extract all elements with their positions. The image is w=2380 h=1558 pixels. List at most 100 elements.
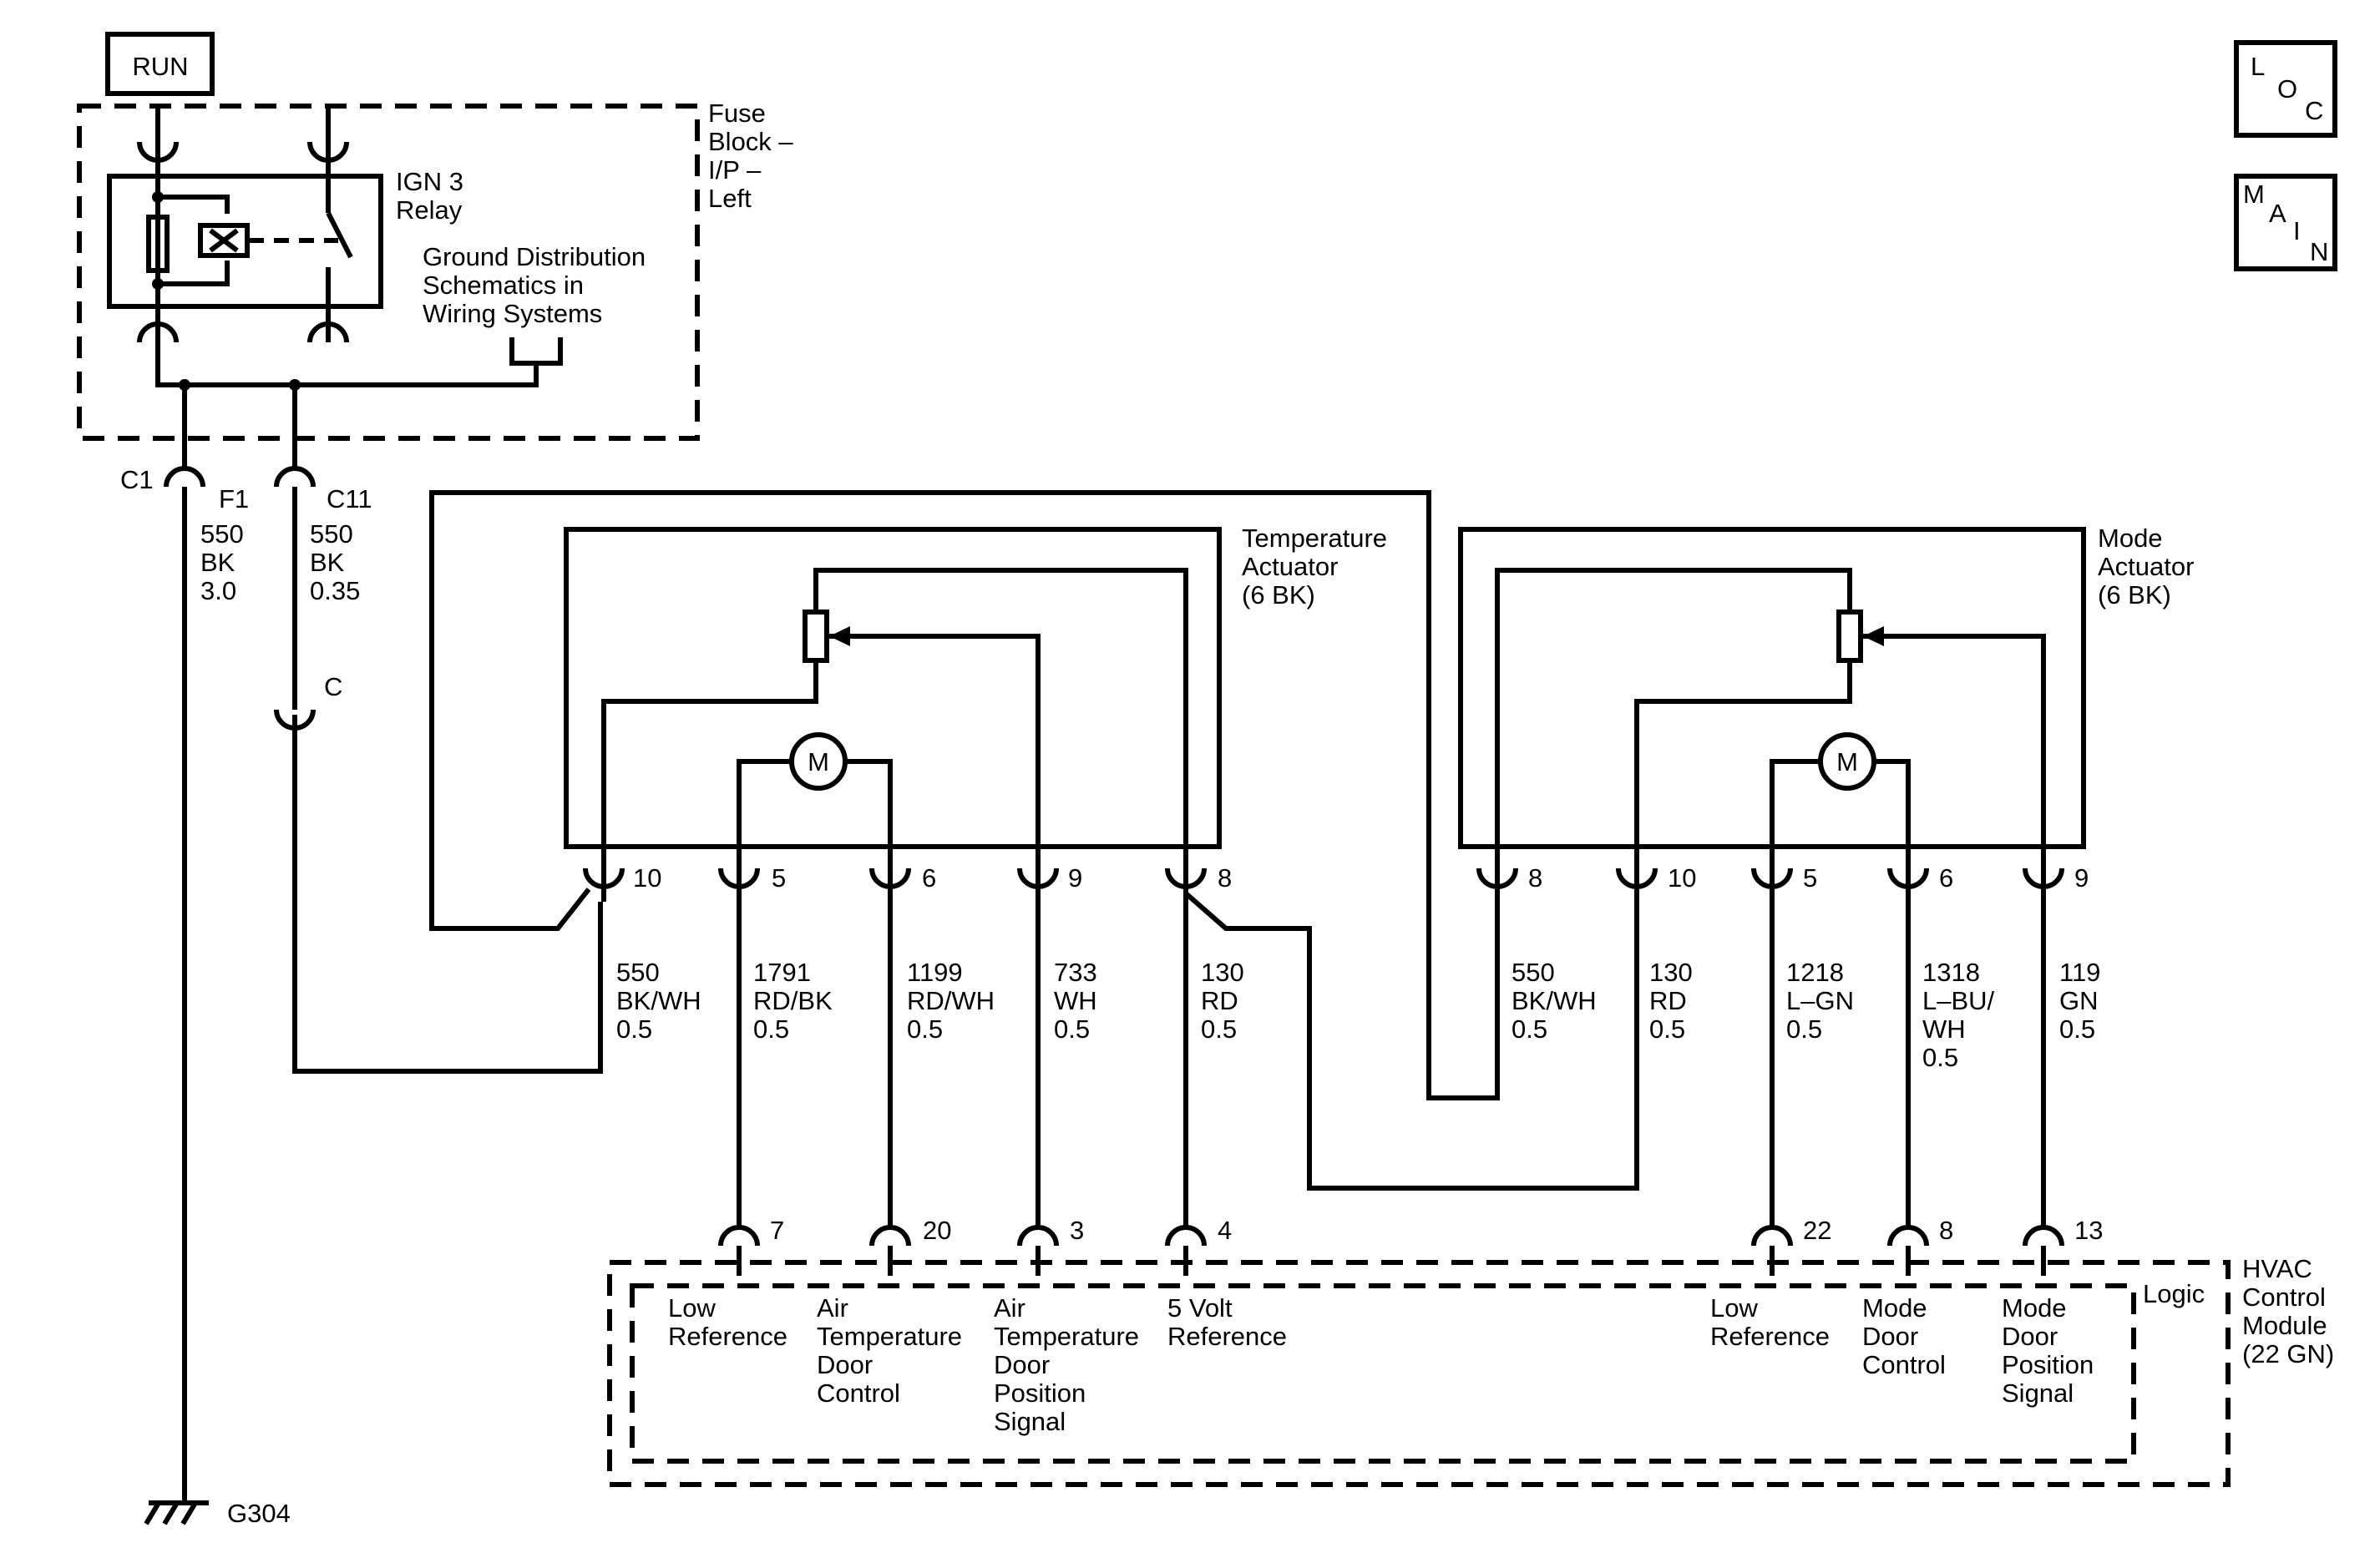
connector-c: C	[324, 672, 342, 701]
feed-wire-1-line-4: 3.0	[200, 576, 236, 605]
mode-actuator-title-1: Mode	[2098, 524, 2163, 553]
wire-label-3-line-3: 0.5	[907, 1014, 943, 1044]
mode-actuator: Mode Actuator (6 BK) M 8 10 5 6	[1458, 524, 2194, 893]
hvac-pin-4: 4	[1218, 1216, 1232, 1245]
mode-pin-9: 9	[2074, 863, 2089, 893]
loc-button[interactable]: L O C	[2234, 40, 2337, 138]
relay-title-2: Relay	[396, 195, 463, 225]
wire-label-1-line-1: 550	[616, 958, 660, 987]
wire-labels: 550 BK/WH 0.5 1791 RD/BK 0.5 1199 RD/WH …	[616, 958, 2100, 1072]
wire-label-3-line-2: RD/WH	[907, 986, 995, 1015]
hvac-fn-2-line-3: Door	[817, 1350, 873, 1379]
wire-label-1-line-2: BK/WH	[616, 986, 701, 1015]
temp-actuator-title-1: Temperature	[1242, 524, 1387, 553]
hvac-fn-2-line-4: Control	[817, 1378, 900, 1408]
hvac-fn-5-line-1: Low	[1710, 1293, 1758, 1323]
temp-actuator-pins: 10 5 6 9 8	[585, 847, 1232, 893]
hvac-fn-3-line-2: Temperature	[994, 1322, 1139, 1351]
hvac-title-4: (22 GN)	[2242, 1339, 2334, 1368]
hvac-fn-5-line-2: Reference	[1710, 1322, 1830, 1351]
hvac-fn-3-line-4: Position	[994, 1378, 1086, 1408]
wire-label-1-line-3: 0.5	[616, 1014, 652, 1044]
loc-letter-o: O	[2277, 74, 2297, 104]
wire-label-4-line-2: WH	[1054, 986, 1097, 1015]
temp-actuator-title-2: Actuator	[1242, 552, 1338, 581]
wire-label-7-line-3: 0.5	[1649, 1014, 1685, 1044]
wire-label-7-line-2: RD	[1649, 986, 1687, 1015]
hvac-pin-13: 13	[2074, 1216, 2103, 1245]
temp-pin-6: 6	[922, 863, 936, 893]
ign3-relay: IGN 3 Relay	[107, 109, 463, 342]
hvac-fn-3-line-1: Air	[994, 1293, 1025, 1323]
wire-label-3-line-1: 1199	[907, 958, 963, 987]
hvac-control-module: 7 20 3 4 22 8 13 Logic HVAC Control Modu…	[607, 1216, 2334, 1487]
feed-wire-1-line-2: 550	[200, 519, 244, 549]
fuse-block-title-2: Block –	[708, 127, 793, 156]
hvac-fn-4-line-1: 5 Volt	[1167, 1293, 1233, 1323]
main-letter-a: A	[2269, 199, 2286, 228]
wire-label-10-line-3: 0.5	[2059, 1014, 2095, 1044]
hvac-title-1: HVAC	[2242, 1254, 2312, 1283]
hvac-fn-7-line-2: Door	[2002, 1322, 2058, 1351]
feed-wire-2-line-3: 0.35	[310, 576, 360, 605]
hvac-fn-7-line-3: Position	[2002, 1350, 2094, 1379]
hvac-logic-label: Logic	[2143, 1279, 2205, 1308]
wire-label-2-line-3: 0.5	[753, 1014, 789, 1044]
hvac-fn-3-line-3: Door	[994, 1350, 1050, 1379]
wire-label-5-line-2: RD	[1201, 986, 1238, 1015]
run-label: RUN	[105, 32, 215, 96]
hvac-fn-6-line-2: Door	[1862, 1322, 1918, 1351]
hvac-fn-2-line-1: Air	[817, 1293, 848, 1323]
wire-label-6-line-2: BK/WH	[1512, 986, 1597, 1015]
hvac-pin-20: 20	[923, 1216, 951, 1245]
wire-label-5-line-3: 0.5	[1201, 1014, 1237, 1044]
mode-actuator-pins: 8 10 5 6 9	[1479, 847, 2089, 893]
main-letter-m: M	[2243, 180, 2265, 209]
wire-label-8-line-2: L–GN	[1786, 986, 1854, 1015]
main-button[interactable]: M A I N	[2234, 174, 2337, 271]
wire-label-5-line-1: 130	[1201, 958, 1244, 987]
run-text: RUN	[132, 52, 188, 81]
wire-label-4-line-1: 733	[1054, 958, 1097, 987]
wire-label-7-line-1: 130	[1649, 958, 1693, 987]
ground-note-3: Wiring Systems	[423, 299, 602, 328]
hvac-pin-7: 7	[770, 1216, 784, 1245]
main-letter-n: N	[2310, 237, 2328, 266]
wire-label-9-line-3: WH	[1922, 1014, 1966, 1044]
mode-pin-6: 6	[1939, 863, 1953, 893]
fuse-block-title-4: Left	[708, 184, 752, 213]
main-letter-i: I	[2293, 216, 2301, 245]
temp-pin-9: 9	[1068, 863, 1082, 893]
mode-motor-icon: M	[1836, 747, 1858, 776]
wire-label-2-line-1: 1791	[753, 958, 811, 987]
ground-note-1: Ground Distribution	[423, 242, 646, 271]
temp-actuator-title-3: (6 BK)	[1242, 580, 1315, 610]
wire-label-9-line-1: 1318	[1922, 958, 1980, 987]
hvac-pin-8: 8	[1939, 1216, 1953, 1245]
hvac-fn-3-line-5: Signal	[994, 1407, 1066, 1436]
hvac-fn-2-line-2: Temperature	[817, 1322, 962, 1351]
ground-symbol: G304	[144, 1499, 291, 1528]
wire-label-10-line-2: GN	[2059, 986, 2099, 1015]
temp-pin-8: 8	[1218, 863, 1232, 893]
wire-label-4-line-3: 0.5	[1054, 1014, 1090, 1044]
harness-wires	[429, 490, 2046, 1227]
connector-c11: C11	[327, 484, 372, 513]
hvac-fn-7-line-4: Signal	[2002, 1378, 2074, 1408]
hvac-fn-6-line-1: Mode	[1862, 1293, 1927, 1323]
temperature-actuator: Temperature Actuator (6 BK) M 10 5 6	[564, 524, 1387, 893]
feed-wire-1-line-1: F1	[219, 484, 249, 513]
mode-actuator-title-3: (6 BK)	[2098, 580, 2171, 610]
hvac-fn-1-line-2: Reference	[668, 1322, 787, 1351]
hvac-title-2: Control	[2242, 1282, 2326, 1312]
wire-label-8-line-3: 0.5	[1786, 1014, 1822, 1044]
mode-pin-5: 5	[1803, 863, 1817, 893]
connector-c1: C1	[120, 465, 154, 494]
mode-pin-10: 10	[1668, 863, 1696, 893]
temp-motor-icon: M	[808, 747, 829, 776]
wire-label-6-line-1: 550	[1512, 958, 1555, 987]
wire-label-9-line-4: 0.5	[1922, 1043, 1958, 1072]
fuse-block: Fuse Block – I/P – Left IGN 3 Relay	[77, 99, 793, 441]
hvac-fn-1-line-1: Low	[668, 1293, 716, 1323]
